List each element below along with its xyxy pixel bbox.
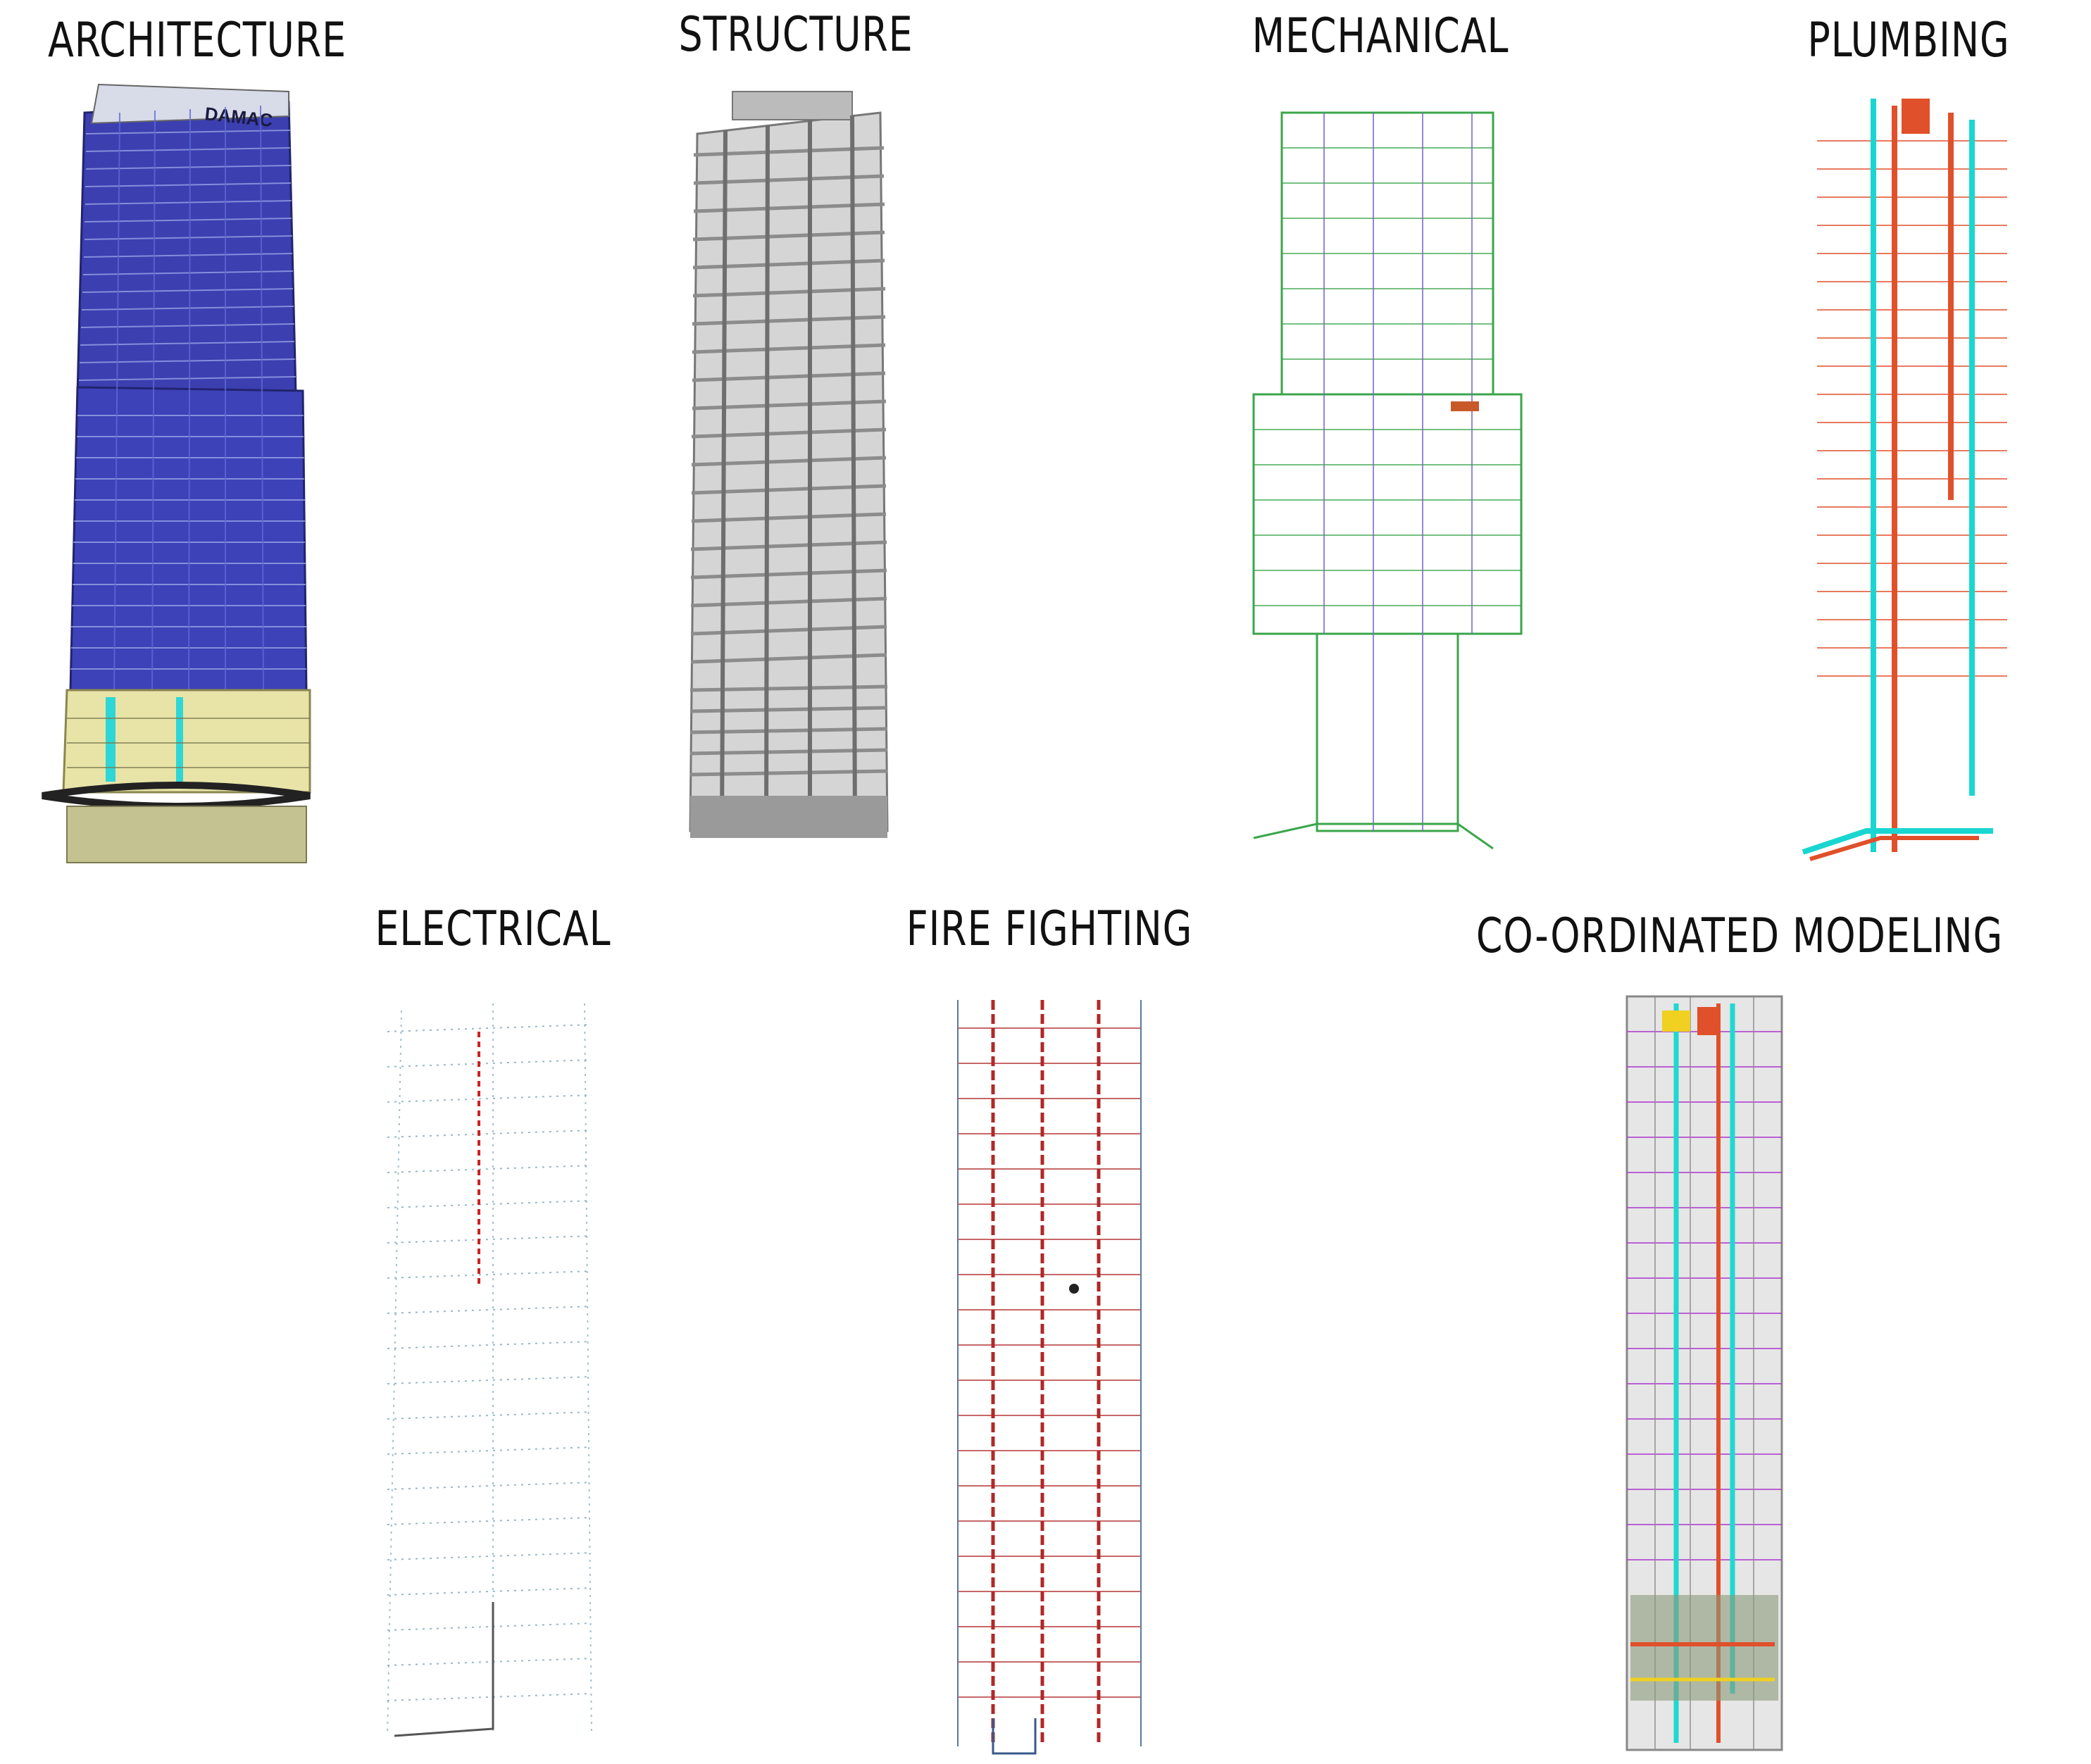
arch-ring — [42, 782, 311, 810]
coord-podium-plant — [1630, 1595, 1778, 1701]
arch-base — [66, 806, 307, 863]
structure-title: STRUCTURE — [678, 7, 913, 63]
coord-roof-plant — [1662, 1011, 1690, 1032]
arch-upper-tower — [76, 101, 297, 396]
mechanical-model — [1252, 111, 1523, 850]
panel-fire-fighting: FIRE FIGHTING — [873, 894, 1225, 1760]
plumb-risers — [1871, 99, 1975, 852]
arch-podium-accent — [106, 697, 116, 782]
coord-envelope — [1625, 995, 1783, 1751]
fire-fighting-title: FIRE FIGHTING — [906, 901, 1193, 957]
architecture-model: DAMAC — [42, 83, 311, 863]
arch-mullions — [113, 105, 264, 691]
electrical-title: ELECTRICAL — [375, 901, 611, 957]
fire-valve — [1069, 1284, 1079, 1294]
panel-mechanical: MECHANICAL — [1197, 0, 1563, 880]
fire-fighting-model — [957, 1000, 1142, 1755]
arch-podium — [62, 689, 311, 794]
struct-base — [690, 796, 887, 838]
panel-architecture: ARCHITECTURE DAMAC — [0, 0, 394, 880]
elec-main-feeder — [394, 1602, 494, 1737]
architecture-title: ARCHITECTURE — [48, 13, 347, 68]
coordinated-model — [1625, 995, 1783, 1751]
panel-coordinated: CO-ORDINATED MODELING — [1423, 894, 2056, 1760]
panel-plumbing: PLUMBING — [1747, 0, 2071, 880]
arch-crown — [90, 83, 289, 125]
mech-ducts — [1252, 111, 1523, 832]
coord-floor-services — [1627, 1031, 1782, 1560]
panel-electrical: ELECTRICAL — [310, 894, 676, 1760]
electrical-model — [387, 1003, 592, 1737]
plumbing-title: PLUMBING — [1807, 13, 2010, 68]
coordinated-title: CO-ORDINATED MODELING — [1475, 908, 2004, 964]
fire-risers — [991, 1000, 1101, 1746]
plumb-branches — [1817, 140, 2007, 677]
struct-columns — [720, 115, 857, 832]
elec-circuits — [387, 1024, 592, 1701]
fire-pump-loop — [992, 1718, 1037, 1755]
mech-risers — [1323, 113, 1473, 831]
plumbing-model — [1802, 99, 2007, 861]
panel-structure: STRUCTURE — [620, 0, 972, 880]
struct-frame — [689, 111, 889, 832]
mechanical-title: MECHANICAL — [1252, 8, 1509, 64]
plumb-tank — [1902, 99, 1930, 134]
mech-equipment — [1451, 401, 1479, 411]
plumb-base-pipes — [1802, 828, 1993, 855]
fire-branches — [958, 1027, 1141, 1698]
structure-model — [689, 91, 889, 838]
